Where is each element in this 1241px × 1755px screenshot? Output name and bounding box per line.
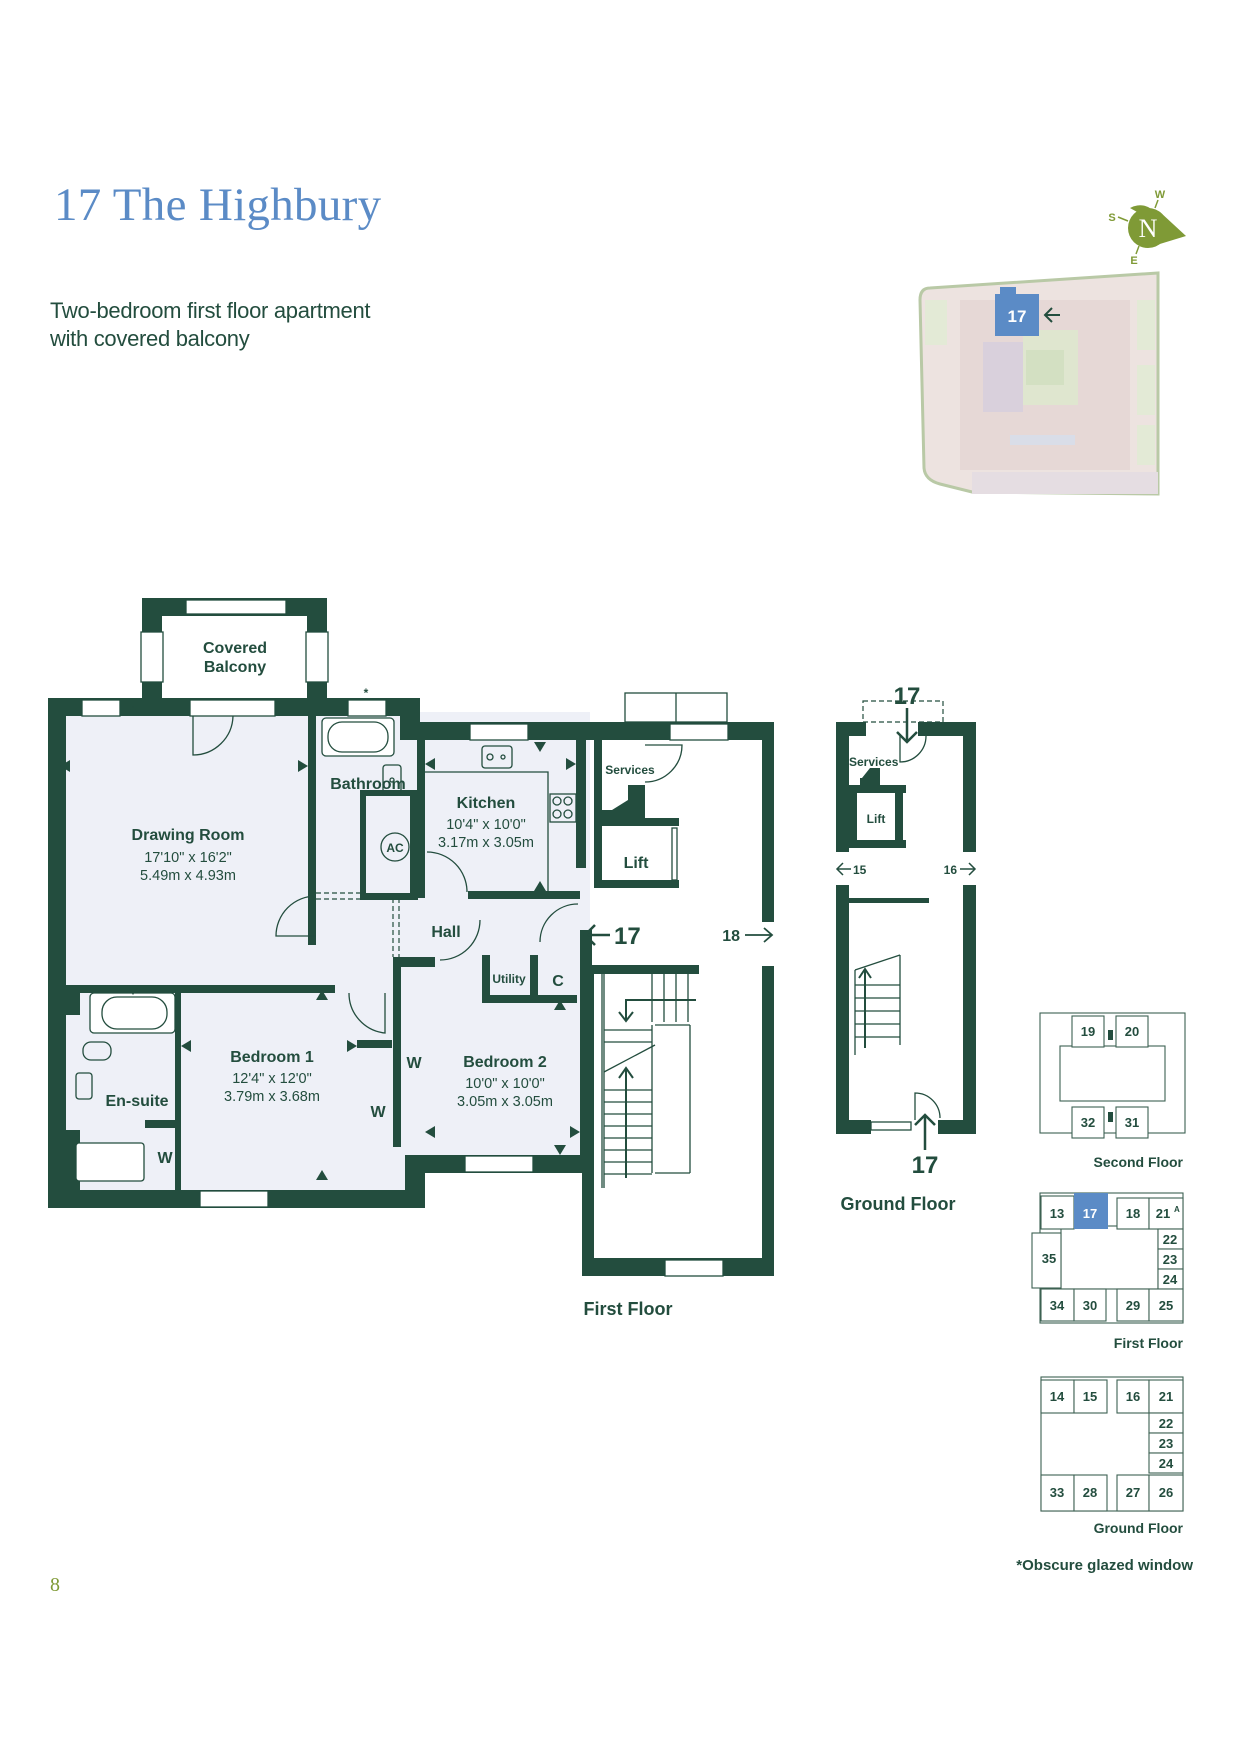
first-floor-caption: First Floor: [584, 1299, 673, 1319]
covered-balcony-label-1: Covered: [203, 640, 267, 657]
covered-balcony-label-2: Balcony: [204, 659, 266, 676]
key-unit-number: 17: [1083, 1206, 1097, 1221]
key-unit-number: 35: [1042, 1251, 1056, 1266]
key-unit-number: 13: [1050, 1206, 1064, 1221]
key-unit-number: 23: [1163, 1252, 1177, 1267]
cupboard-label: C: [552, 973, 564, 990]
key-unit-number: 22: [1163, 1232, 1177, 1247]
description-line-1: Two-bedroom first floor apartment: [50, 298, 371, 323]
hall-label: Hall: [431, 924, 460, 941]
stair-down-arrow-icon: [618, 999, 696, 1023]
key-unit-number: 14: [1050, 1389, 1065, 1404]
key-plan-first-floor: 13 17 18 21 A 35 22 23 24 34 30 29 25 Fi…: [1031, 1192, 1184, 1351]
bedroom2-imperial: 10'0" x 10'0": [465, 1076, 545, 1092]
entry-arrow-icon: [583, 924, 610, 946]
ground-left-unit-number: 15: [853, 863, 867, 877]
compass-south-letter: S: [1108, 212, 1115, 224]
first-floor-key-caption: First Floor: [1114, 1335, 1184, 1351]
bedroom1-metric: 3.79m x 3.68m: [224, 1089, 320, 1105]
dimension-markers: [60, 706, 580, 1180]
ensuite-label: En-suite: [105, 1093, 168, 1110]
key-unit-number: 15: [1083, 1389, 1097, 1404]
ground-right-unit-number: 16: [944, 863, 958, 877]
arrow-left-15-icon: [835, 862, 851, 876]
bedroom2-label: Bedroom 2: [463, 1054, 547, 1071]
wardrobe-label-ensuite: W: [157, 1150, 173, 1167]
apartment-description: Two-bedroom first floor apartment with c…: [50, 297, 470, 353]
key-unit-number: A: [1174, 1205, 1180, 1214]
kitchen-metric: 3.17m x 3.05m: [438, 835, 534, 851]
key-unit-17-highlight: [1074, 1193, 1108, 1229]
bedroom2-metric: 3.05m x 3.05m: [457, 1094, 553, 1110]
unit-17-highlight: [995, 287, 1039, 336]
obscure-window-marker: *: [364, 686, 369, 700]
services-label: Services: [605, 763, 655, 777]
key-unit-number: 21: [1156, 1206, 1170, 1221]
stair-up-arrow-icon: [618, 1066, 634, 1178]
key-unit-number: 25: [1159, 1298, 1173, 1313]
bedroom1-imperial: 12'4" x 12'0": [232, 1071, 312, 1087]
key-unit-number: 23: [1159, 1436, 1173, 1451]
description-line-2: with covered balcony: [50, 326, 250, 351]
ground-stair-up-arrow-icon: [858, 967, 872, 1048]
key-unit-number: 26: [1159, 1485, 1173, 1500]
lift-label: Lift: [624, 855, 650, 872]
key-unit-number: 30: [1083, 1298, 1097, 1313]
ground-entry-bottom-arrow-icon: [914, 1113, 936, 1150]
first-floor-plan: * AC: [48, 598, 774, 1319]
key-unit-number: 33: [1050, 1485, 1064, 1500]
key-unit-number: 27: [1126, 1485, 1140, 1500]
key-unit-number: 21: [1159, 1389, 1173, 1404]
compass-east-letter: E: [1130, 255, 1137, 267]
key-unit-number: 28: [1083, 1485, 1097, 1500]
bathroom-label: Bathroom: [330, 776, 406, 793]
neighbour-arrow-icon: [745, 927, 774, 943]
key-unit-number: 22: [1159, 1416, 1173, 1431]
ground-floor-plan: 17 17 Services Lift 15 16 Ground Floor: [835, 683, 977, 1214]
key-plan-second-floor: 19 20 32 31 Second Floor: [1039, 1012, 1186, 1170]
ground-lift-label: Lift: [867, 812, 886, 826]
key-unit-number: 18: [1126, 1206, 1140, 1221]
entry-unit-number: 17: [614, 923, 641, 950]
key-unit-number: 34: [1050, 1298, 1065, 1313]
ground-entry-top-arrow-icon: [896, 708, 918, 744]
site-plan-unit-label: 17: [1008, 307, 1027, 326]
key-unit-number: 24: [1163, 1272, 1178, 1287]
key-plan-ground-floor: 14 15 16 21 22 23 24 33 28 27 26 Ground …: [1040, 1376, 1184, 1536]
key-unit-number: 16: [1126, 1389, 1140, 1404]
kitchen-imperial: 10'4" x 10'0": [446, 817, 526, 833]
arrow-right-16-icon: [960, 862, 977, 876]
ground-floor-key-caption: Ground Floor: [1094, 1520, 1184, 1536]
page-title: 17 The Highbury: [54, 179, 382, 231]
drawing-room-metric: 5.49m x 4.93m: [140, 868, 236, 884]
ground-floor-caption: Ground Floor: [841, 1194, 956, 1214]
compass-west-letter: W: [1155, 189, 1166, 201]
key-unit-number: 29: [1126, 1298, 1140, 1313]
key-unit-number: 32: [1081, 1115, 1095, 1130]
key-unit-number: 19: [1081, 1024, 1095, 1039]
bedroom1-label: Bedroom 1: [230, 1049, 314, 1066]
second-floor-key-caption: Second Floor: [1094, 1154, 1184, 1170]
obscure-glazed-footnote: *Obscure glazed window: [1016, 1557, 1193, 1574]
wardrobe-label-bedroom1: W: [370, 1104, 386, 1121]
drawing-room-label: Drawing Room: [132, 827, 245, 844]
ground-bottom-unit-number: 17: [912, 1152, 939, 1179]
key-unit-number: 24: [1159, 1456, 1174, 1471]
utility-label: Utility: [492, 972, 526, 986]
key-unit-number: 31: [1125, 1115, 1139, 1130]
ground-top-unit-number: 17: [894, 683, 921, 710]
page-number: 8: [50, 1574, 60, 1596]
wardrobe-label-bedroom2: W: [406, 1055, 422, 1072]
arrow-left-icon: [1043, 307, 1060, 323]
site-plan: 17: [918, 271, 1160, 496]
compass-leaf-icon: N W S E: [1108, 189, 1186, 267]
airing-cupboard-label: AC: [386, 841, 404, 855]
compass-north-letter: N: [1139, 214, 1158, 243]
ground-services-label: Services: [849, 755, 899, 769]
kitchen-label: Kitchen: [457, 795, 516, 812]
neighbour-unit-number: 18: [722, 928, 740, 945]
key-unit-number: 20: [1125, 1024, 1139, 1039]
drawing-room-imperial: 17'10" x 16'2": [144, 850, 232, 866]
